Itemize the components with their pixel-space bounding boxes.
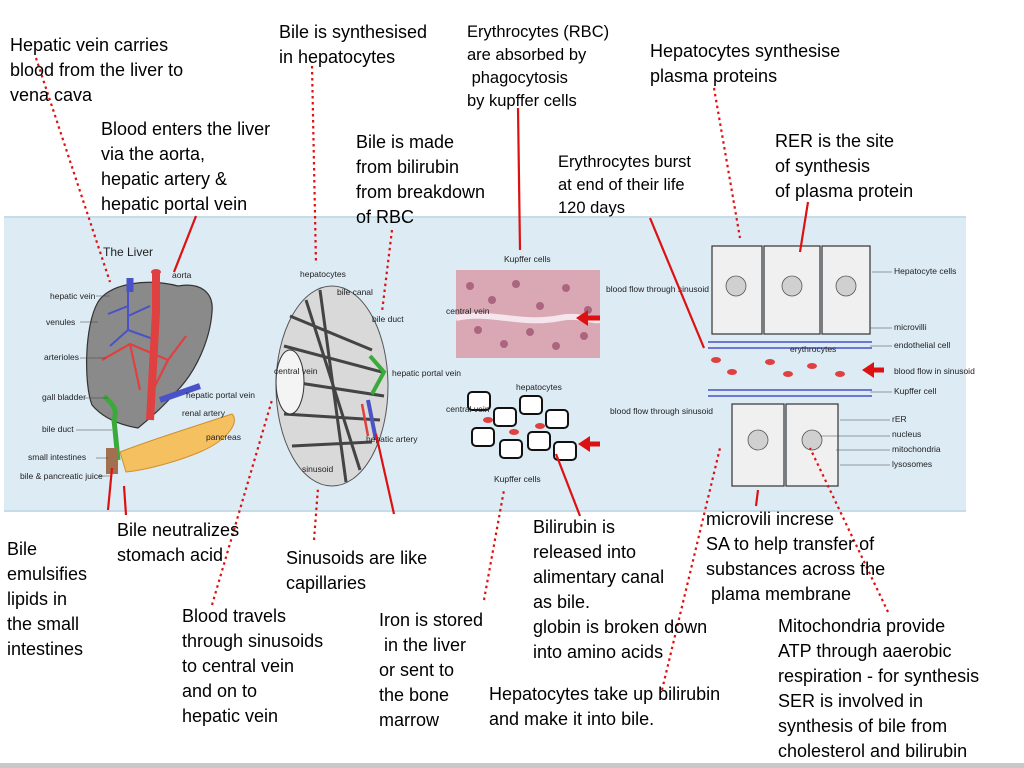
lbl-mitochondria: mitochondria: [892, 444, 941, 454]
lbl-microvilli: microvilli: [894, 322, 927, 332]
note-blood-enters: Blood enters the liver via the aorta, he…: [101, 119, 271, 214]
lbl-lobule-hepatic-artery: hepatic artery: [366, 434, 418, 444]
lbl-blood-flow-top: blood flow through sinusoid: [606, 284, 709, 294]
bottom-rule: [0, 763, 1024, 768]
lbl-kupffer-bottom: Kupffer cells: [494, 474, 541, 484]
lbl-blood-flow-bottom: blood flow through sinusoid: [610, 406, 713, 416]
lbl-nucleus: nucleus: [892, 429, 921, 439]
lbl-kupffer-cell: Kupffer cell: [894, 386, 936, 396]
lbl-central-vein-bottom: central vein: [446, 404, 490, 414]
hepatocyte-cell-figure: Hepatocyte cells microvilli endothelial …: [708, 245, 975, 487]
lbl-hepatic-portal-vein: hepatic portal vein: [186, 390, 255, 400]
note-bile-bilirubin: Bile is made from bilirubin from breakdo…: [356, 132, 486, 227]
note-sinusoids: Sinusoids are like capillaries: [286, 548, 428, 593]
note-hepatocytes-plasma: Hepatocytes synthesise plasma proteins: [650, 41, 841, 86]
lbl-arterioles: arterioles: [44, 352, 79, 362]
lbl-lobule-central-vein: central vein: [274, 366, 318, 376]
lbl-gall-bladder: gall bladder: [42, 392, 86, 402]
lbl-kupffer-top: Kupffer cells: [504, 254, 551, 264]
note-erythrocytes-burst: Erythrocytes burst at end of their life …: [558, 153, 691, 217]
note-bilirubin-released: Bilirubin is released into alimentary ca…: [533, 517, 708, 662]
lbl-lobule-bile-duct: bile duct: [372, 314, 404, 324]
lbl-aorta: aorta: [172, 270, 192, 280]
lbl-hepatic-vein: hepatic vein: [50, 291, 96, 301]
lbl-bile-duct: bile duct: [42, 424, 74, 434]
note-erythrocytes-absorbed: Erythrocytes (RBC) are absorbed by phago…: [467, 23, 610, 110]
lbl-bile-juice: bile & pancreatic juice: [20, 471, 103, 481]
liver-lobule-figure: hepatocytes bile canal bile duct central…: [274, 269, 461, 487]
lbl-pancreas: pancreas: [206, 432, 241, 442]
note-blood-travels: Blood travels through sinusoids to centr…: [182, 606, 324, 726]
note-hepatocytes-take-up: Hepatocytes take up bilirubin and make i…: [489, 684, 721, 729]
note-bile-emulsifies: Bile emulsifies lipids in the small inte…: [7, 539, 88, 659]
lbl-blood-flow-sinusoid: blood flow in sinusoid: [894, 366, 975, 376]
liver-organ-figure: The Liver hepatic vein venules arteriole…: [20, 245, 255, 481]
note-microvili: microvili increse SA to help transfer of…: [706, 509, 886, 604]
lbl-lobule-hepatocytes: hepatocytes: [300, 269, 346, 279]
sinusoid-micrograph-figure: Kupffer cells central vein blood flow th…: [446, 254, 713, 484]
lbl-lobule-portal-vein: hepatic portal vein: [392, 368, 461, 378]
note-iron-stored: Iron is stored in the liver or sent to t…: [379, 610, 484, 730]
lbl-venules: venules: [46, 317, 75, 327]
lbl-sinusoid: sinusoid: [302, 464, 333, 474]
note-hepatic-vein: Hepatic vein carries blood from the live…: [10, 35, 184, 105]
note-bile-synthesised: Bile is synthesised in hepatocytes: [279, 22, 428, 67]
lbl-central-vein-top: central vein: [446, 306, 490, 316]
lbl-endothelial-cell: endothelial cell: [894, 340, 950, 350]
lbl-small-intestines: small intestines: [28, 452, 86, 462]
lbl-renal-artery: renal artery: [182, 408, 226, 418]
lbl-hepatocytes-schematic: hepatocytes: [516, 382, 562, 392]
note-bile-neutralizes: Bile neutralizes stomach acid: [117, 520, 240, 565]
lbl-rer: rER: [892, 414, 907, 424]
lbl-erythrocytes: erythrocytes: [790, 344, 836, 354]
leader-lines: [34, 57, 889, 691]
note-mitochondria: Mitochondria provide ATP through aaerobi…: [778, 616, 980, 761]
lbl-hepatocyte-cells: Hepatocyte cells: [894, 266, 956, 276]
note-rer-site: RER is the site of synthesis of plasma p…: [775, 131, 914, 201]
liver-figure-title: The Liver: [103, 245, 153, 259]
lbl-lysosomes: lysosomes: [892, 459, 932, 469]
lbl-bile-canal: bile canal: [337, 287, 373, 297]
